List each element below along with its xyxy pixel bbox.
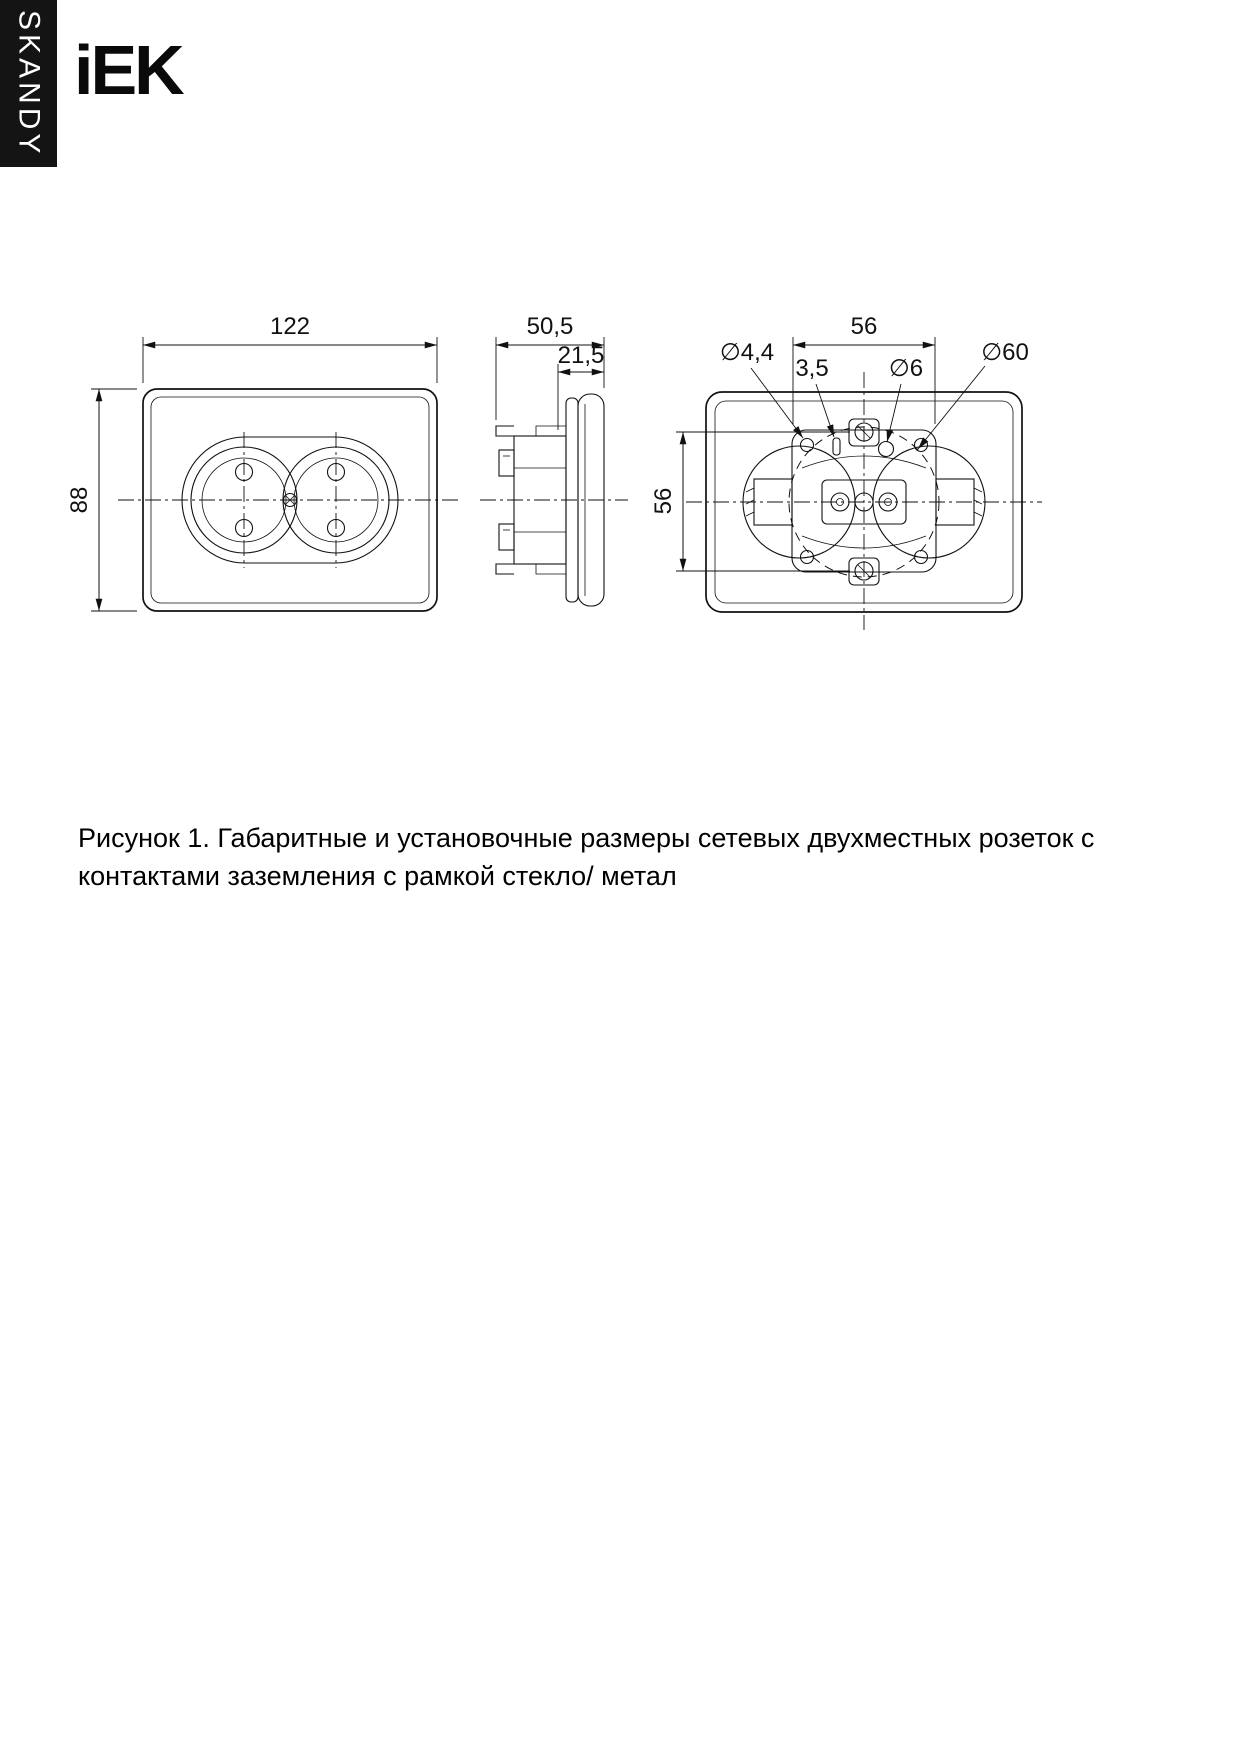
front-width-label: 122: [270, 313, 310, 340]
side-claw-bottom: [495, 563, 514, 575]
skandy-side-tab: SKANDY: [0, 0, 57, 167]
back-claw-right: [935, 478, 975, 526]
front-height-label: 88: [66, 487, 93, 514]
side-total-depth-label: 50,5: [527, 313, 574, 340]
dim-side-front-depth: 21,5: [557, 342, 605, 430]
back-screw-top: [854, 422, 874, 442]
side-claw-top: [495, 425, 514, 437]
dim-side-total-depth: 50,5: [495, 313, 605, 420]
figure-caption: Рисунок 1. Габаритные и установочные раз…: [78, 823, 1095, 891]
back-terminal-block: [821, 479, 907, 525]
dim-front-height: 88: [66, 388, 137, 612]
slot-width-label: 3,5: [795, 355, 828, 382]
dim-back-height: 56: [650, 431, 850, 572]
back-corner-hole: [799, 437, 815, 453]
front-socket-stadium: [181, 436, 399, 564]
iek-logo: iEK: [74, 31, 185, 109]
dim-back-width: 56: [792, 313, 936, 424]
side-terminal-top: [498, 449, 515, 477]
front-frame: [142, 388, 438, 612]
back-screw-bottom: [854, 561, 874, 581]
front-center-screw: [282, 492, 298, 508]
back-corner-hole: [799, 549, 815, 565]
skandy-brand-label: SKANDY: [12, 9, 46, 158]
label-claw-hole-diameter: ∅4,4: [720, 339, 804, 439]
back-height-label: 56: [650, 488, 677, 515]
box-diameter-label: ∅60: [981, 339, 1029, 366]
dim-front-width: 122: [142, 313, 438, 383]
back-box-circle: [788, 426, 940, 578]
front-view: [118, 388, 462, 612]
side-mechanism: [513, 435, 567, 565]
screw-hole-diameter-label: ∅6: [889, 355, 923, 382]
side-terminal-bottom: [498, 523, 515, 551]
label-slot-width: 3,5: [795, 355, 835, 438]
label-box-diameter: ∅60: [917, 339, 1029, 450]
back-slot: [832, 437, 841, 456]
back-frame: [705, 391, 1023, 613]
label-screw-hole-diameter: ∅6: [886, 355, 923, 443]
back-view: [686, 372, 1042, 630]
back-corner-hole: [913, 549, 929, 565]
back-width-label: 56: [851, 313, 878, 340]
side-front-depth-label: 21,5: [558, 342, 605, 369]
back-screw-hole: [877, 440, 895, 458]
claw-hole-diameter-label: ∅4,4: [720, 339, 774, 366]
back-claw-left: [753, 478, 793, 526]
side-view: [480, 393, 628, 607]
